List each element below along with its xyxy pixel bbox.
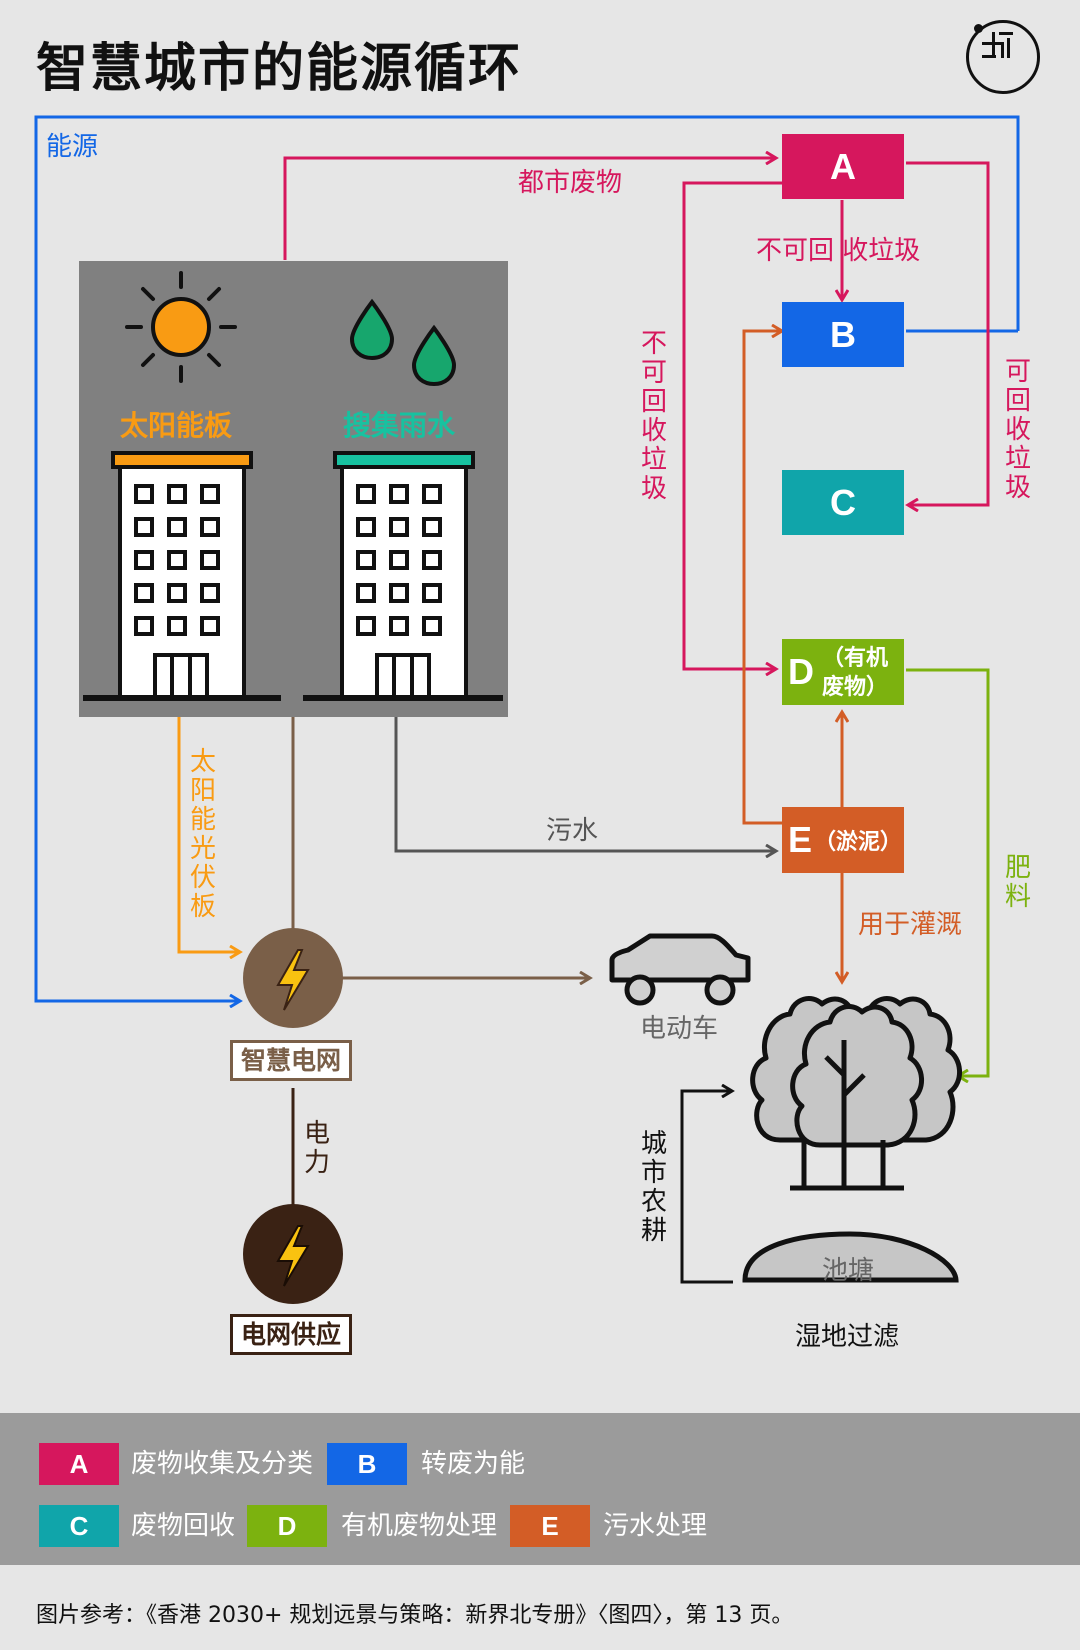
farming-line (680, 1091, 733, 1284)
smart-grid-icon (243, 928, 343, 1028)
urban-waste-label: 都市废物 (518, 168, 623, 198)
legend-text-d: 有机废物处理 (341, 1511, 498, 1541)
node-e-sub: （淤泥） (814, 829, 903, 854)
node-b: B (782, 302, 904, 367)
building-icon-rain (303, 451, 503, 701)
node-d-sub: （有机 废物） (821, 645, 888, 699)
legend-swatch-d: D (247, 1505, 327, 1547)
energy-label: 能源 (46, 132, 99, 162)
non-recyclable-vertical-label: 不可回收垃圾 (640, 329, 667, 504)
solar-pv-line (177, 717, 240, 952)
a-to-c-line (906, 161, 990, 505)
legend-swatch-c: C (39, 1505, 119, 1547)
irrigation-label: 用于灌溉 (858, 910, 963, 940)
legend-text-b: 转废为能 (421, 1449, 526, 1479)
solar-panel-label: 太阳能板 (120, 409, 233, 442)
page-title: 智慧城市的能源循环 (36, 39, 523, 99)
rain-collection-label: 搜集雨水 (343, 409, 456, 442)
building-icon-solar (83, 451, 281, 701)
fertilizer-label: 肥料 (1004, 853, 1031, 912)
node-e: E （淤泥） (782, 807, 904, 873)
non-recyclable-label: 不可回 收垃圾 (756, 236, 921, 266)
e-to-b-line (742, 331, 782, 825)
urban-waste-line (283, 158, 776, 260)
electricity-label: 电力 (303, 1119, 330, 1178)
trees-icon (750, 996, 962, 1191)
energy-line (34, 115, 1020, 1001)
sewage-label: 污水 (546, 816, 599, 846)
solar-pv-label: 太阳能光伏板 (189, 747, 216, 922)
legend-swatch-e: E (510, 1505, 590, 1547)
node-c: C (782, 470, 904, 535)
sun-icon (125, 271, 237, 383)
raindrop-icon (349, 298, 457, 387)
logo-dot (974, 24, 983, 33)
legend-text-e: 污水处理 (603, 1511, 708, 1541)
grid-supply-icon (243, 1204, 343, 1304)
logo-icon (974, 28, 1018, 64)
node-d: D （有机 废物） (782, 639, 904, 705)
grid-supply-label: 电网供应 (230, 1314, 353, 1355)
pond-icon (742, 1231, 959, 1283)
ev-label: 电动车 (640, 1014, 719, 1044)
source-note: 图片参考：《香港 2030+ 规划远景与策略：新界北专册》〈图四〉，第 13 页… (36, 1603, 794, 1628)
urban-farming-label: 城市农耕 (640, 1129, 667, 1246)
wetland-label: 湿地过滤 (795, 1322, 900, 1352)
legend-text-a: 废物收集及分类 (131, 1449, 314, 1479)
logo-ring (966, 20, 1040, 94)
sewage-line (394, 717, 776, 851)
pond-label: 池塘 (822, 1256, 875, 1286)
legend-swatch-b: B (327, 1443, 407, 1485)
legend-text-c: 废物回收 (131, 1511, 236, 1541)
car-icon (609, 933, 751, 1006)
fertilizer-line (906, 668, 990, 1076)
legend-swatch-a: A (39, 1443, 119, 1485)
a-to-d-line (682, 181, 782, 669)
node-a: A (782, 134, 904, 199)
recyclable-vertical-label: 可回收垃圾 (1004, 357, 1031, 503)
legend: A 废物收集及分类 B 转废为能 C 废物回收 D 有机废物处理 E 污水处理 (0, 1413, 1080, 1565)
smart-grid-label: 智慧电网 (230, 1040, 353, 1081)
